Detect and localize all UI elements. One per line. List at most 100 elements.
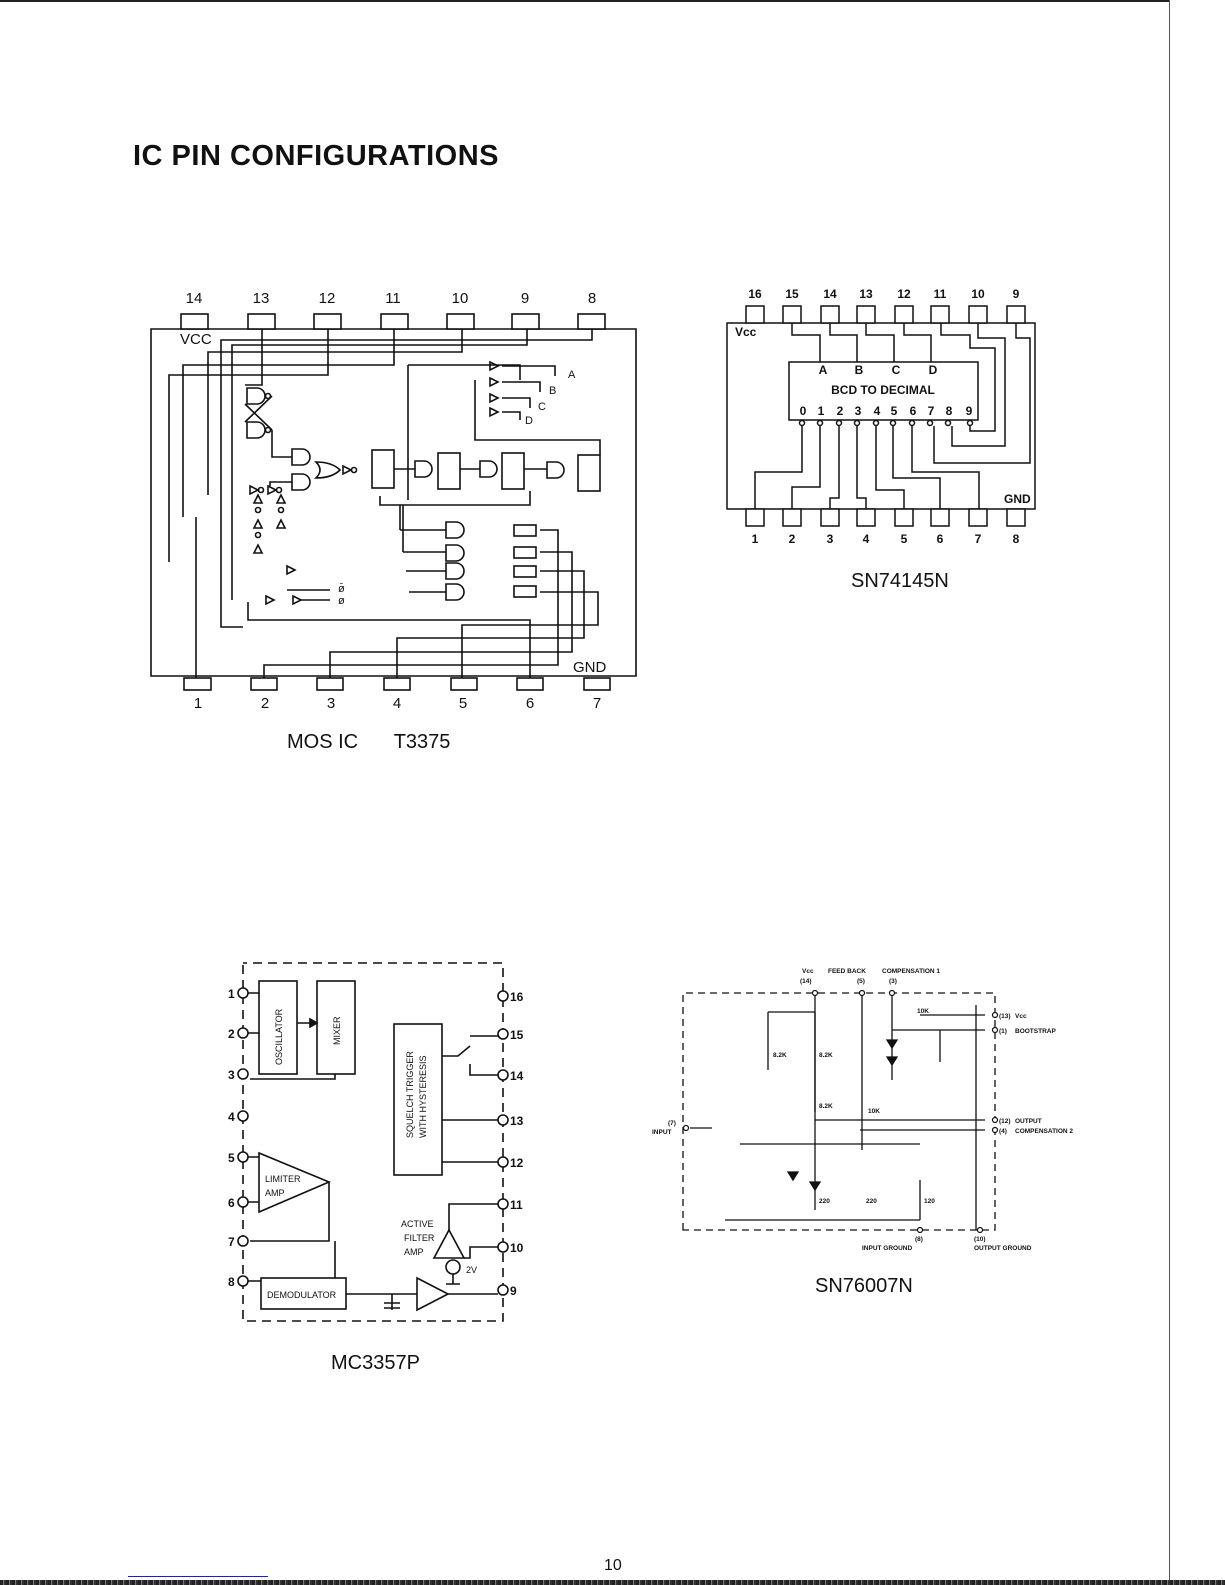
- sn76007-bottom-name: INPUT GROUND: [862, 1245, 913, 1252]
- resistor-label: 10K: [868, 1108, 880, 1115]
- mos-top-pin-label: 10: [452, 290, 469, 307]
- mos-top-pin-label: 11: [385, 290, 401, 307]
- mos-ic-part: T3375: [393, 731, 451, 753]
- resistor-label: 8.2K: [819, 1103, 833, 1110]
- sn74145-top-pin-label: 16: [748, 287, 762, 301]
- sn76007-feedback-label: FEED BACK: [828, 968, 866, 975]
- decoder-input-label: D: [929, 363, 938, 377]
- sn76007-right-pin: (13): [999, 1013, 1011, 1020]
- resistor-label: 220: [819, 1198, 830, 1205]
- mos-top-pin-label: 12: [319, 290, 336, 307]
- mc-left-pin-label: 3: [228, 1068, 235, 1082]
- sn76007-right-pin: (12): [999, 1118, 1011, 1125]
- sn76007-right-pin: (1): [999, 1028, 1007, 1035]
- decoder-input-label: C: [892, 363, 901, 377]
- sn76007-right-name: Vcc: [1015, 1013, 1027, 1020]
- sn74145-top-pin-label: 12: [897, 287, 911, 301]
- pin-9: [511, 313, 540, 330]
- squelch-label-1: SQUELCH TRIGGER: [405, 1051, 415, 1138]
- mos-bottom-pin-label: 5: [459, 695, 467, 712]
- sn76007-comp1-pin: (3): [889, 978, 897, 985]
- page-top-edge: [0, 0, 1170, 2]
- mos-phase-label: ø̄: [338, 582, 345, 595]
- mos-vcc-label: VCC: [180, 331, 212, 348]
- sn76007-bottom-pin: (8): [915, 1236, 923, 1243]
- sn74145-bottom-pin-label: 5: [901, 532, 908, 546]
- mos-bottom-pin-label: 1: [194, 695, 202, 712]
- sn76007-bottom-name: OUTPUT GROUND: [974, 1245, 1032, 1252]
- decoder-output-label: 3: [855, 404, 862, 418]
- pin-5: [450, 677, 478, 691]
- page-right-edge: [1169, 0, 1170, 1585]
- sn74145-bottom-pin-label: 1: [752, 532, 759, 546]
- mos-top-pin-label: 8: [588, 290, 596, 307]
- reference-voltage-label: 2V: [466, 1265, 477, 1275]
- mc-right-pin-label: 14: [510, 1069, 524, 1083]
- mc-right-pin-label: 13: [510, 1114, 524, 1128]
- mc-right-pin-label: 10: [510, 1241, 524, 1255]
- mc-right-pin-label: 15: [510, 1028, 524, 1042]
- mc-left-pin-label: 8: [228, 1275, 235, 1289]
- resistor-label: 8.2K: [773, 1052, 787, 1059]
- sn74145-vcc-label: Vcc: [735, 325, 757, 339]
- pin-7: [583, 677, 611, 691]
- decoder-input-label: B: [855, 363, 864, 377]
- pin-14: [180, 313, 209, 330]
- sn74145-bottom-pin-label: 3: [827, 532, 834, 546]
- sn76007-comp1-label: COMPENSATION 1: [882, 968, 940, 975]
- decoder-input-label: A: [819, 363, 828, 377]
- sn74145-gnd-label: GND: [1004, 492, 1031, 506]
- mc-right-pin-label: 9: [510, 1284, 517, 1298]
- mc-left-pin-label: 4: [228, 1110, 235, 1124]
- decoder-output-label: 5: [891, 404, 898, 418]
- decoder-output-label: 8: [946, 404, 953, 418]
- limiter-label-2: AMP: [265, 1188, 285, 1198]
- active-filter-label-3: AMP: [404, 1247, 424, 1257]
- mos-bottom-pin-label: 6: [526, 695, 534, 712]
- oscillator-block: [258, 980, 298, 1075]
- sn74145-top-pin-label: 9: [1013, 287, 1020, 301]
- page-number: 10: [604, 1557, 622, 1574]
- sn76007-input-pin: (7): [668, 1120, 676, 1127]
- mc-right-pin-label: 11: [510, 1198, 523, 1212]
- pin-10: [446, 313, 475, 330]
- sn76007-vcc-pin: (14): [800, 978, 812, 985]
- resistor-label: 120: [924, 1198, 935, 1205]
- sn76007n-caption: SN76007N: [815, 1275, 913, 1297]
- decoder-output-label: 2: [837, 404, 844, 418]
- mc-left-pin-label: 1: [228, 987, 235, 1001]
- mos-ic-type: MOS IC: [287, 731, 359, 753]
- pin-1: [183, 677, 212, 691]
- decoder-output-label: 9: [966, 404, 973, 418]
- resistor-label: 8.2K: [819, 1052, 833, 1059]
- mc-left-pin-label: 2: [228, 1027, 235, 1041]
- oscillator-label: OSCILLATOR: [274, 1008, 284, 1065]
- mos-output-label: C: [538, 401, 546, 413]
- sn76007-bottom-pin: (10): [974, 1236, 986, 1243]
- sn76007-right-pin: (4): [999, 1128, 1007, 1135]
- mc-left-pin-label: 5: [228, 1151, 235, 1165]
- limiter-label-1: LIMITER: [265, 1174, 301, 1184]
- sn74145-bottom-pin-label: 7: [975, 532, 982, 546]
- sn74145-bottom-pin-label: 8: [1013, 532, 1020, 546]
- mos-bottom-pin-label: 4: [393, 695, 401, 712]
- sn74145-top-pin-label: 13: [859, 287, 873, 301]
- resistor-label: 220: [866, 1198, 877, 1205]
- sn76007-input-name: INPUT: [652, 1129, 672, 1136]
- squelch-trigger-block: [393, 1023, 443, 1176]
- decoder-output-label: 4: [874, 404, 881, 418]
- sn76007-right-name: OUTPUT: [1015, 1118, 1042, 1125]
- active-filter-label-2: FILTER: [404, 1233, 435, 1243]
- mos-phase-label: ø: [338, 595, 345, 607]
- bcd-decoder-block: [788, 361, 979, 421]
- mc3357p-caption: MC3357P: [331, 1352, 420, 1374]
- sn76007-right-name: BOOTSTRAP: [1015, 1028, 1056, 1035]
- sn74145-bottom-pin-label: 2: [789, 532, 796, 546]
- sn76007-right-name: COMPENSATION 2: [1015, 1128, 1073, 1135]
- mos-bottom-pin-label: 7: [593, 695, 601, 712]
- mos-ic-caption: MOS IC T3375: [287, 731, 450, 754]
- sn74145-bottom-pin-label: 6: [937, 532, 944, 546]
